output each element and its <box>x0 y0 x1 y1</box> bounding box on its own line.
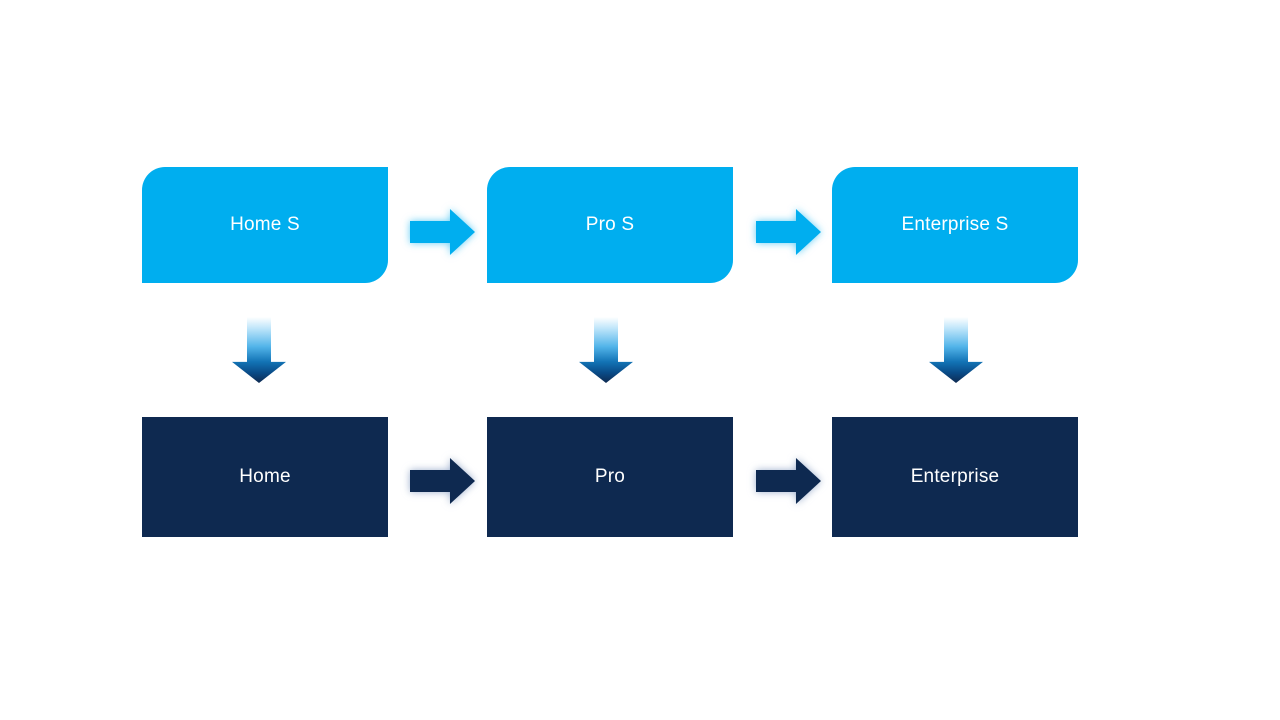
arrow-shape <box>410 209 475 255</box>
down-arrow-icon <box>232 317 286 383</box>
arrow-shape <box>756 458 821 504</box>
box-label-enterprise: Enterprise <box>910 465 1000 487</box>
box-label-home: Home <box>239 465 291 487</box>
right-arrow-icon <box>410 458 475 504</box>
box-label-pro-s: Pro S <box>585 213 635 235</box>
process-box-home-s: Home S <box>142 167 388 283</box>
process-box-home: Home <box>142 417 388 537</box>
arrow-shape <box>410 458 475 504</box>
right-arrow-icon <box>756 458 821 504</box>
down-arrow-icon <box>929 317 983 383</box>
box-label-home-s: Home S <box>230 213 300 235</box>
process-box-enterprise: Enterprise <box>832 417 1078 537</box>
process-box-pro: Pro <box>487 417 733 537</box>
process-box-enterprise-s: Enterprise S <box>832 167 1078 283</box>
box-label-enterprise-s: Enterprise S <box>901 213 1009 235</box>
down-arrow-icon <box>579 317 633 383</box>
arrow-shape <box>756 209 821 255</box>
right-arrow-icon <box>756 209 821 255</box>
process-box-pro-s: Pro S <box>487 167 733 283</box>
box-label-pro: Pro <box>594 465 626 487</box>
right-arrow-icon <box>410 209 475 255</box>
